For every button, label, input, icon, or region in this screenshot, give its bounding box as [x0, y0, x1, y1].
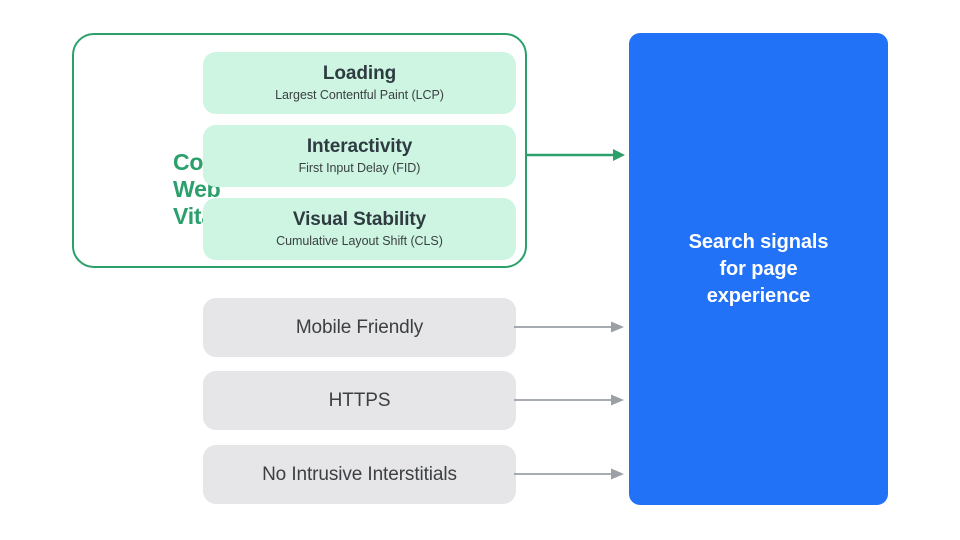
- vital-card-visual-stability: Visual Stability Cumulative Layout Shift…: [203, 198, 516, 260]
- signal-box-mobile-friendly: Mobile Friendly: [203, 298, 516, 357]
- vital-subtitle-visual-stability: Cumulative Layout Shift (CLS): [276, 234, 443, 248]
- vital-subtitle-interactivity: First Input Delay (FID): [298, 161, 421, 175]
- arrow-mobile-friendly-to-destination: [514, 321, 624, 333]
- vital-card-loading: Loading Largest Contentful Paint (LCP): [203, 52, 516, 114]
- signal-label-https: HTTPS: [328, 389, 391, 411]
- destination-panel-search-signals: Search signals for page experience: [629, 33, 888, 505]
- arrow-https-to-destination: [514, 394, 624, 406]
- signal-box-https: HTTPS: [203, 371, 516, 430]
- vital-title-visual-stability: Visual Stability: [292, 209, 427, 230]
- signal-label-no-intrusive-interstitials: No Intrusive Interstitials: [262, 463, 457, 485]
- vital-subtitle-loading: Largest Contentful Paint (LCP): [275, 88, 444, 102]
- vital-card-interactivity: Interactivity First Input Delay (FID): [203, 125, 516, 187]
- vital-title-interactivity: Interactivity: [306, 136, 413, 157]
- signal-label-mobile-friendly: Mobile Friendly: [295, 316, 424, 338]
- signal-box-no-intrusive-interstitials: No Intrusive Interstitials: [203, 445, 516, 504]
- arrow-no-intrusive-interstitials-to-destination: [514, 468, 624, 480]
- arrow-core-web-vitals-to-destination: [527, 149, 625, 161]
- destination-panel-label: Search signals for page experience: [688, 230, 829, 307]
- vital-title-loading: Loading: [322, 63, 397, 84]
